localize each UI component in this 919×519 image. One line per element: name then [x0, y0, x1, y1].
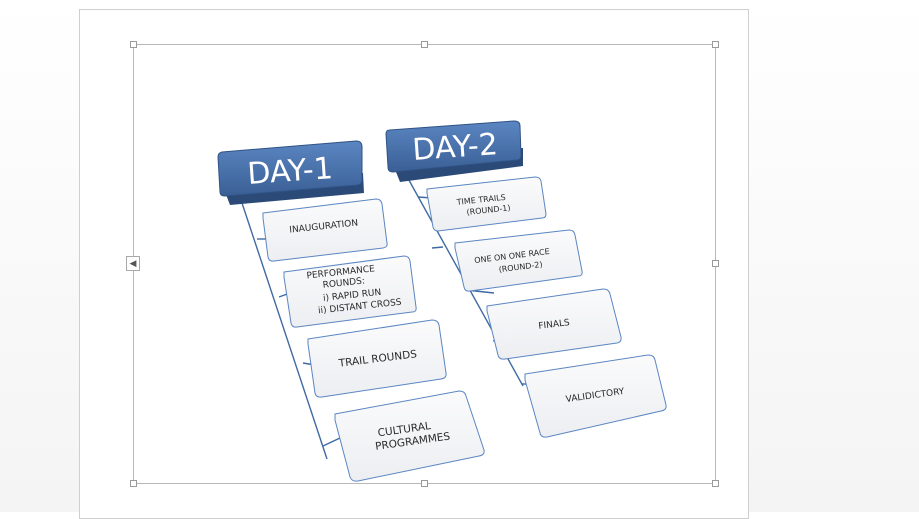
resize-handle-bottom-right[interactable] — [712, 480, 719, 487]
day1-item-1[interactable]: INAUGURATION — [262, 198, 388, 262]
day1-item-2-line-2: ROUNDS: — [322, 276, 365, 290]
resize-handle-bottom-left[interactable] — [130, 480, 137, 487]
chevron-left-icon: ◀ — [129, 258, 137, 269]
text-pane-toggle[interactable]: ◀ — [126, 256, 140, 271]
day2-header[interactable]: DAY-2 — [385, 120, 523, 182]
day2-item-2[interactable]: ONE ON ONE RACE (ROUND-2) — [454, 229, 583, 292]
svg-text:FINALS: FINALS — [538, 318, 571, 332]
day1-item-2[interactable]: PERFORMANCE ROUNDS: i) RAPID RUN ii) DIS… — [283, 255, 417, 328]
day2-title: DAY-2 — [411, 127, 499, 168]
day2-item-1[interactable]: TIME TRAILS (ROUND-1) — [426, 176, 547, 232]
day1-title: DAY-1 — [246, 151, 334, 192]
resize-handle-top-right[interactable] — [712, 41, 719, 48]
resize-handle-middle-right[interactable] — [712, 260, 719, 267]
day1-header[interactable]: DAY-1 — [217, 140, 364, 205]
resize-handle-bottom-center[interactable] — [421, 480, 428, 487]
day2-item-4[interactable]: VALIDICTORY — [524, 354, 667, 438]
resize-handle-top-center[interactable] — [421, 41, 428, 48]
day2-item-3-line-1: FINALS — [538, 318, 571, 332]
resize-handle-top-left[interactable] — [130, 41, 137, 48]
day1-item-3[interactable]: TRAIL ROUNDS — [307, 319, 447, 398]
day1-item-4[interactable]: CULTURAL PROGRAMMES — [334, 390, 485, 482]
day2-item-3[interactable]: FINALS — [486, 288, 622, 360]
